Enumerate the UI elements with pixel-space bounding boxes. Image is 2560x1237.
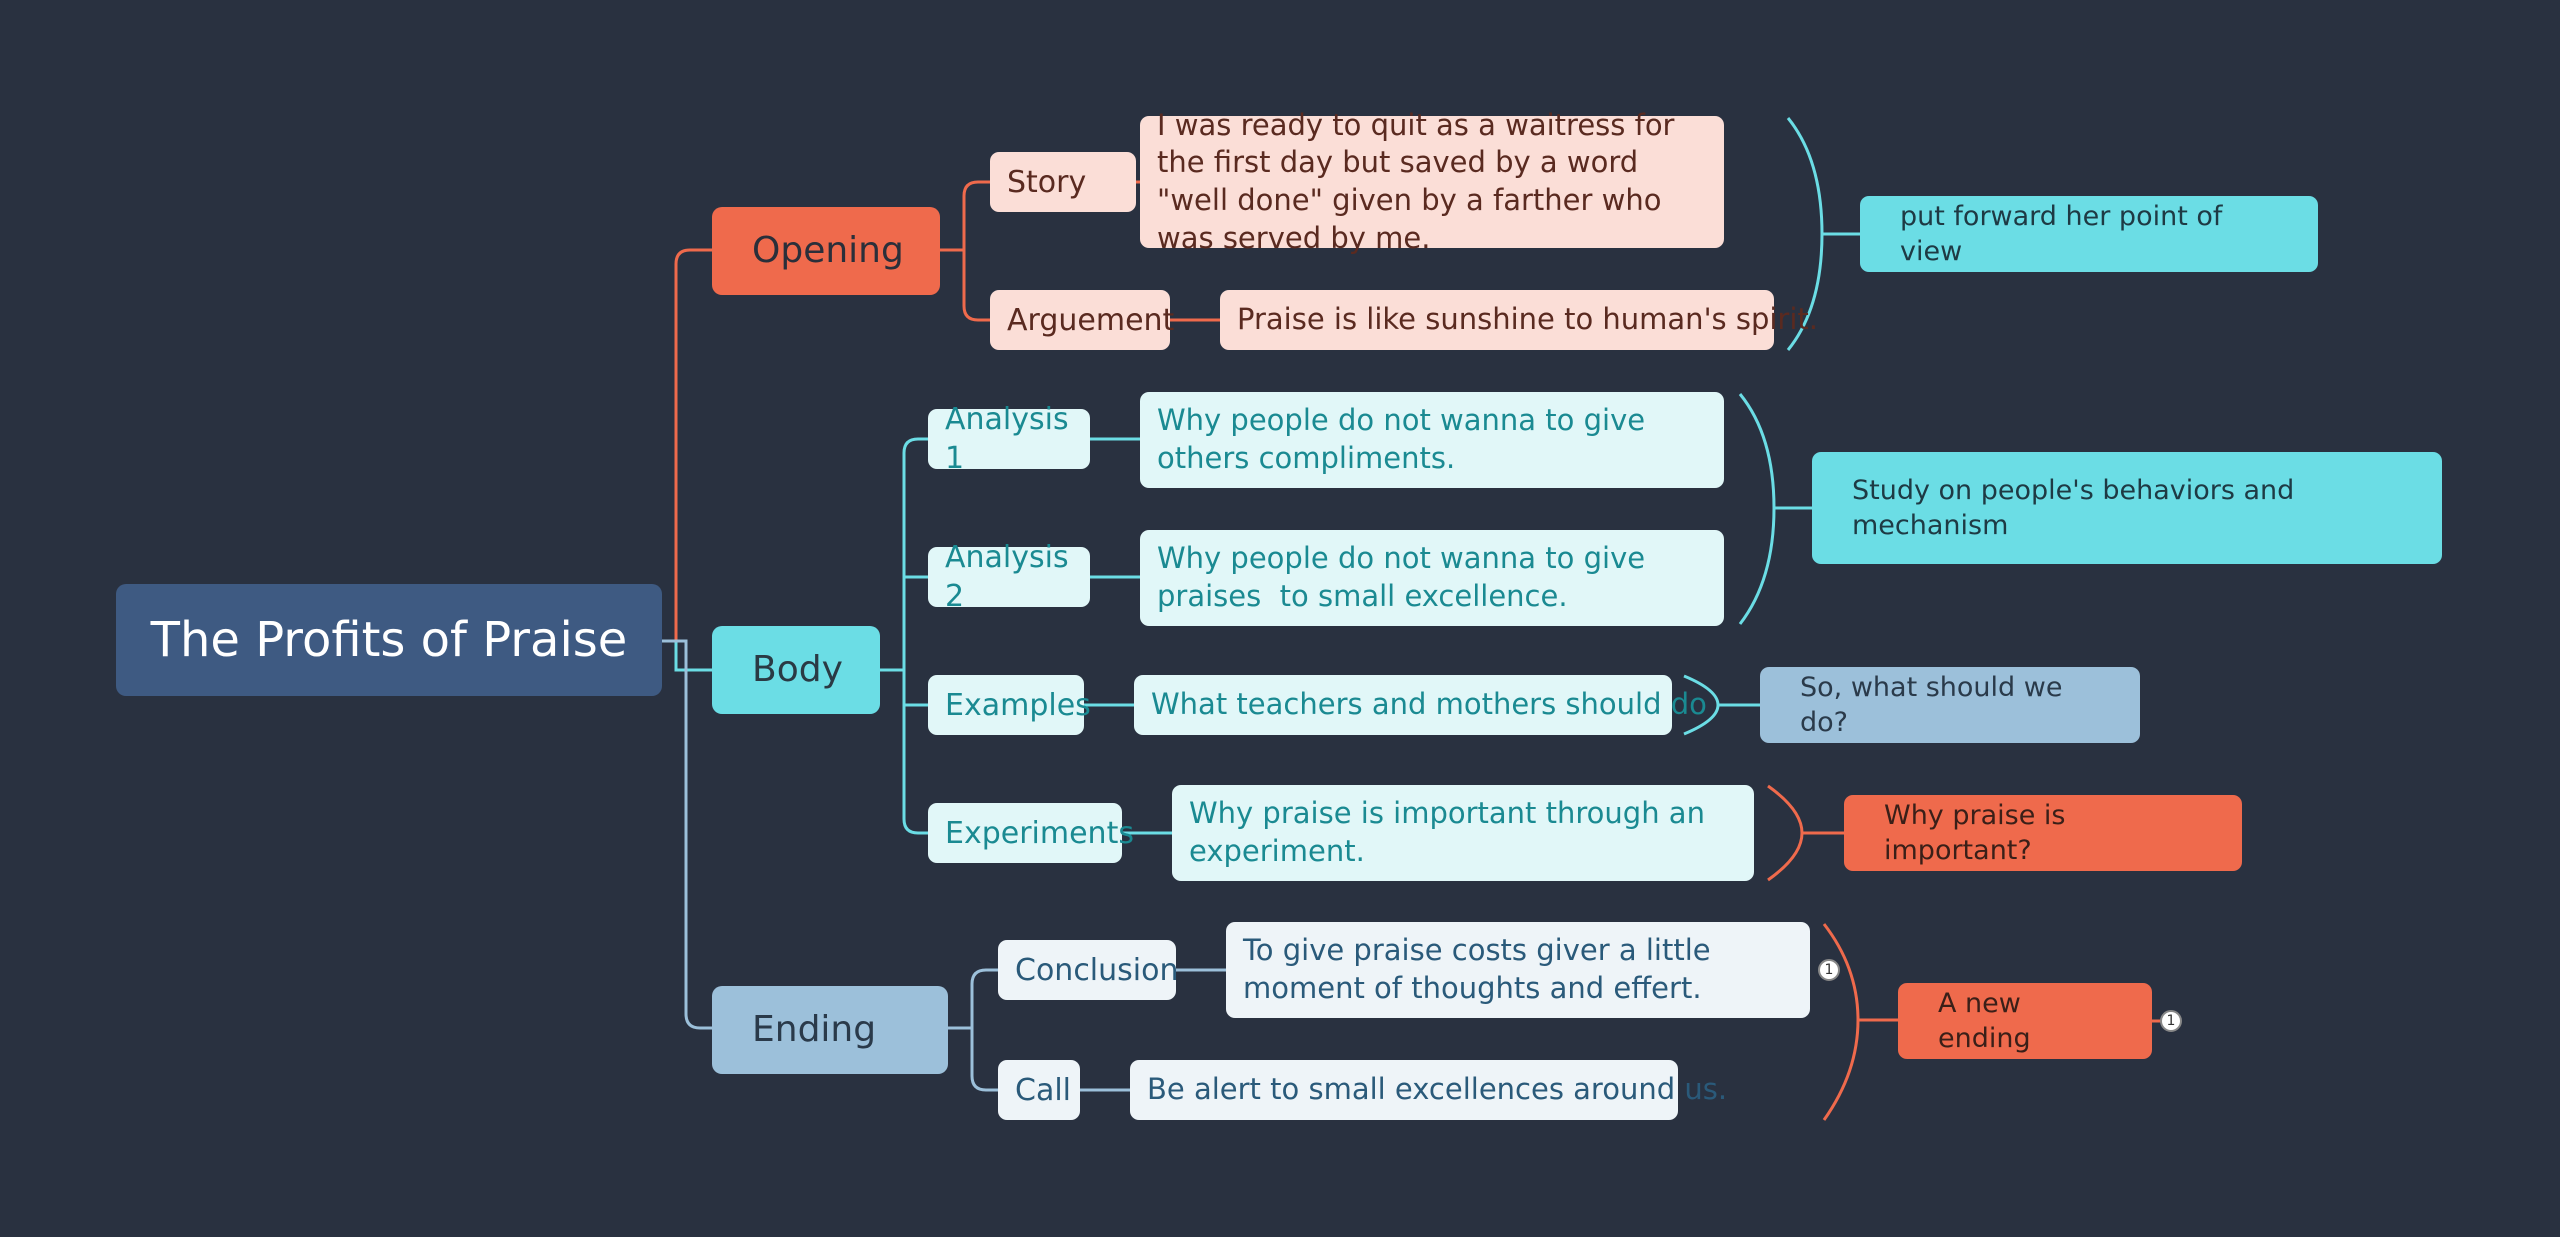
root-title: The Profits of Praise <box>150 611 628 668</box>
story-text-content: I was ready to quit as a waitress for th… <box>1157 107 1675 255</box>
summary-analysis[interactable]: Study on people's behaviors and mechanis… <box>1812 452 2442 564</box>
branch-ending-label: Ending <box>752 1008 877 1050</box>
subtopic-analysis-2-label: Analysis 2 <box>945 540 1069 614</box>
link-body-experiments <box>880 668 928 835</box>
link-body-analysis2 <box>880 575 928 672</box>
link-ending-conclusion <box>948 968 998 1030</box>
subtopic-call[interactable]: Call <box>998 1060 1080 1120</box>
summary-examples-text: So, what should we do? <box>1800 671 2063 738</box>
examples-text-content: What teachers and mothers should do <box>1151 687 1707 722</box>
branch-opening-label: Opening <box>752 229 904 271</box>
bracket-analysis-summary <box>1738 393 1776 625</box>
branch-body-label: Body <box>752 648 843 690</box>
conclusion-marker-badge[interactable]: 1 <box>1818 959 1840 981</box>
link-opening-story <box>940 180 990 252</box>
experiments-text-content: Why praise is important through an exper… <box>1189 796 1705 868</box>
analysis-2-text-content: Why people do not wanna to give praises … <box>1157 541 1655 613</box>
subtopic-conclusion[interactable]: Conclusion <box>998 940 1179 1000</box>
summary-ending[interactable]: A new ending <box>1898 983 2152 1059</box>
link-root-ending <box>662 639 712 1030</box>
analysis-2-text[interactable]: Why people do not wanna to give praises … <box>1140 530 1724 626</box>
link-ending-call <box>948 1026 998 1092</box>
subtopic-arguement[interactable]: Arguement <box>990 290 1174 350</box>
summary-opening[interactable]: put forward her point of view <box>1860 196 2318 272</box>
branch-body[interactable]: Body <box>712 626 880 714</box>
summary-ending-text: A new ending <box>1938 987 2031 1054</box>
summary-analysis-text: Study on people's behaviors and mechanis… <box>1852 474 2295 541</box>
subtopic-analysis-2[interactable]: Analysis 2 <box>928 540 1090 614</box>
branch-ending[interactable]: Ending <box>712 986 948 1074</box>
root-topic[interactable]: The Profits of Praise <box>116 584 662 696</box>
experiments-text[interactable]: Why praise is important through an exper… <box>1172 785 1754 881</box>
branch-opening[interactable]: Opening <box>712 207 940 295</box>
subtopic-examples-label: Examples <box>945 687 1091 723</box>
summary-experiments-text: Why praise is important? <box>1884 799 2066 866</box>
subtopic-story-label: Story <box>1007 164 1087 200</box>
link-body-analysis1 <box>880 437 928 672</box>
conclusion-text-content: To give praise costs giver a little mome… <box>1243 933 1711 1005</box>
summary-experiments[interactable]: Why praise is important? <box>1844 795 2242 871</box>
summary-opening-text: put forward her point of view <box>1900 200 2223 267</box>
conclusion-text[interactable]: To give praise costs giver a little mome… <box>1226 922 1810 1018</box>
story-text[interactable]: I was ready to quit as a waitress for th… <box>1140 108 1724 255</box>
analysis-1-text-content: Why people do not wanna to give others c… <box>1157 403 1646 475</box>
subtopic-experiments-label: Experiments <box>945 815 1134 851</box>
arguement-text[interactable]: Praise is like sunshine to human's spiri… <box>1220 290 1818 350</box>
subtopic-story[interactable]: Story <box>990 152 1136 212</box>
subtopic-analysis-1-label: Analysis 1 <box>945 402 1069 476</box>
subtopic-arguement-label: Arguement <box>1007 302 1175 338</box>
link-root-opening <box>662 248 712 643</box>
subtopic-analysis-1[interactable]: Analysis 1 <box>928 402 1090 476</box>
call-text-content: Be alert to small excellences around us. <box>1147 1072 1728 1107</box>
subtopic-call-label: Call <box>1015 1072 1072 1108</box>
bracket-experiments-summary <box>1767 784 1804 882</box>
conclusion-badge-number: 1 <box>1824 962 1834 978</box>
subtopic-examples[interactable]: Examples <box>928 675 1091 735</box>
summary-ending-badge-number: 1 <box>2166 1013 2176 1029</box>
arguement-text-content: Praise is like sunshine to human's spiri… <box>1237 302 1819 337</box>
call-text[interactable]: Be alert to small excellences around us. <box>1130 1060 1727 1120</box>
bracket-ending-summary <box>1822 923 1860 1121</box>
summary-ending-marker-badge[interactable]: 1 <box>2160 1010 2182 1032</box>
subtopic-conclusion-label: Conclusion <box>1015 952 1179 988</box>
link-opening-arguement <box>940 248 990 322</box>
subtopic-experiments[interactable]: Experiments <box>928 803 1134 863</box>
summary-examples[interactable]: So, what should we do? <box>1760 667 2140 743</box>
examples-text[interactable]: What teachers and mothers should do <box>1134 675 1707 735</box>
analysis-1-text[interactable]: Why people do not wanna to give others c… <box>1140 392 1724 488</box>
